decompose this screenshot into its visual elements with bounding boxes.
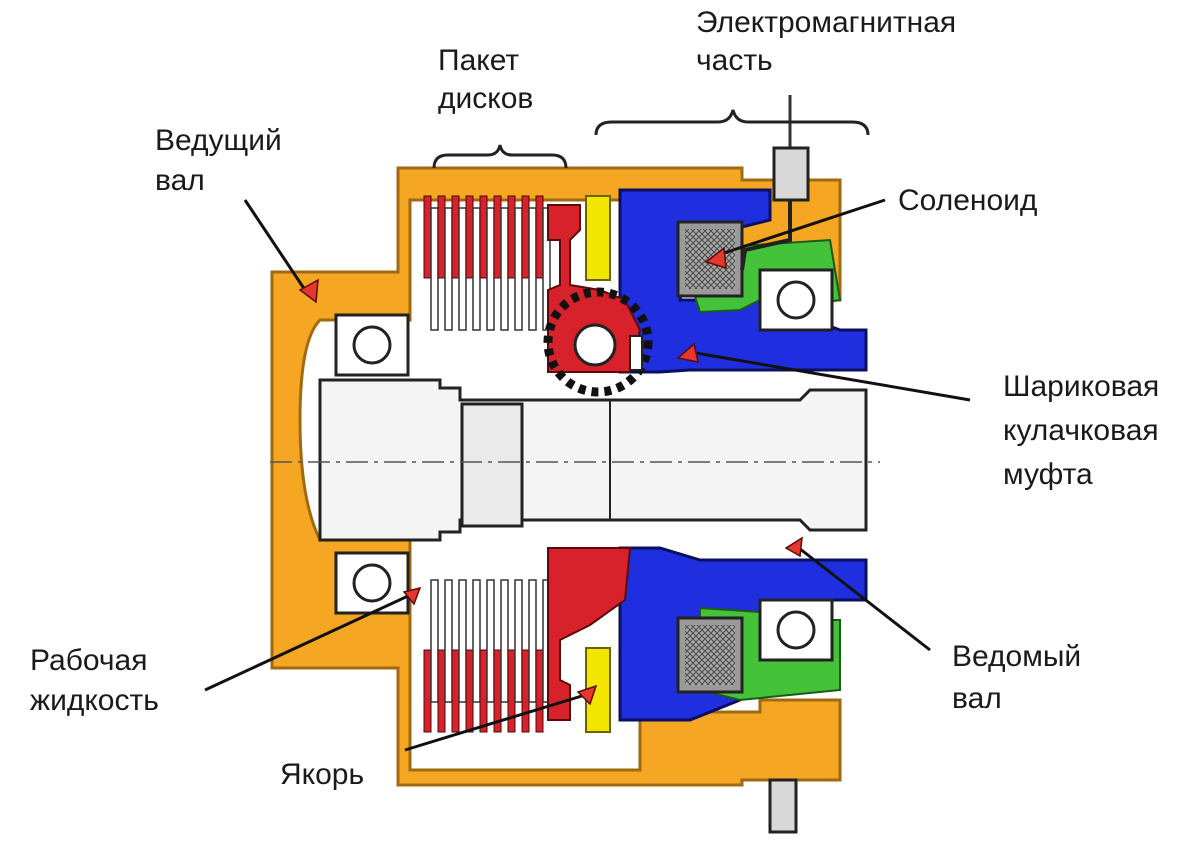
disc-pack-brace [432,144,568,169]
connector-housing [772,146,810,202]
marker-armature [576,684,598,706]
leader-armature [404,693,586,752]
upper-steel-disc [542,207,551,331]
upper-friction-disc [507,195,516,279]
leader-drive-shaft [243,199,307,291]
disc-pack [423,195,551,331]
upper-steel-disc [430,207,439,331]
marker-driven-shaft [784,536,803,558]
marker-working-fluid [402,586,422,606]
spline-insert [460,402,524,528]
lower-terminal [768,778,798,834]
upper-steel-disc [444,207,453,331]
upper-friction-disc [493,195,502,279]
upper-friction-disc [479,195,488,279]
label-electromagnetic-part: Электромагнитная часть [696,6,965,77]
upper-steel-disc [528,207,537,331]
upper-steel-disc [500,207,509,331]
cam-pin [629,335,643,371]
label-ball-cam-clutch: Шариковая кулачковая муфта [1003,370,1168,491]
leader-ball-cam [689,350,971,402]
marker-solenoid [704,246,727,270]
solenoid-coil-lower-hatch [685,625,735,685]
drive-bearing-lower-ball [352,563,392,603]
upper-friction-disc [521,195,530,279]
ball-cam-highlight-circle [543,287,653,397]
drive-bearing-upper-ball [352,325,392,365]
upper-steel-disc [458,207,467,331]
lower-steel-disc [500,579,509,703]
leader-lines [204,198,971,752]
armature [585,195,611,733]
leader-driven-shaft [794,543,931,652]
lower-friction-disc [465,649,474,733]
leader-working-fluid [204,594,409,692]
ball-cam-ball [573,323,617,367]
marker-ball-cam [676,342,699,363]
pressure-plates [547,204,642,721]
driven-bearing-lower-ball [776,610,816,650]
label-drive-shaft: Ведущий вал [155,124,290,197]
lower-steel-disc [514,579,523,703]
bearings [334,268,834,662]
ball-cam-clutch [543,287,653,397]
pressure-plate-lower [547,547,632,721]
driven-bearing-upper [758,268,834,332]
lower-steel-disc [458,579,467,703]
lower-friction-disc [451,649,460,733]
upper-steel-disc [514,207,523,331]
lower-friction-disc [479,649,488,733]
markers [298,246,803,706]
lower-friction-disc [437,649,446,733]
marker-drive-shaft [298,278,319,304]
driven-bearing-upper-ball [776,280,816,320]
armature-upper [585,195,611,281]
leader-solenoid [717,198,886,257]
drive-bearing-lower [334,551,410,615]
pressure-plate-upper [547,204,642,373]
disc-pack-lower [423,579,551,733]
driven-bearing-lower [758,598,834,662]
lower-steel-disc [528,579,537,703]
upper-steel-disc [486,207,495,331]
electrical-connector [740,95,810,834]
braces [432,109,870,169]
upper-friction-disc [423,195,432,279]
text-labels: Электромагнитная часть Пакет дисков Веду… [30,6,1168,791]
label-armature: Якорь [280,758,364,791]
electromagnetic-part-brace [594,109,870,136]
label-working-fluid: Рабочая жидкость [30,644,159,717]
upper-friction-disc [437,195,446,279]
lower-steel-disc [444,579,453,703]
upper-steel-disc [472,207,481,331]
drive-shaft-body [318,378,868,542]
label-solenoid: Соленоид [898,184,1037,217]
label-driven-shaft: Ведомый вал [952,640,1090,715]
lower-steel-disc [472,579,481,703]
lower-steel-disc [486,579,495,703]
lower-friction-disc [521,649,530,733]
upper-friction-disc [535,195,544,279]
lower-friction-disc [535,649,544,733]
shaft-assembly [270,378,880,542]
drive-bearing-upper [334,313,410,377]
upper-friction-disc [465,195,474,279]
label-disc-pack: Пакет дисков [438,44,533,115]
upper-friction-disc [451,195,460,279]
lower-friction-disc [423,649,432,733]
lower-steel-disc [430,579,439,703]
connector-lead [740,200,792,271]
